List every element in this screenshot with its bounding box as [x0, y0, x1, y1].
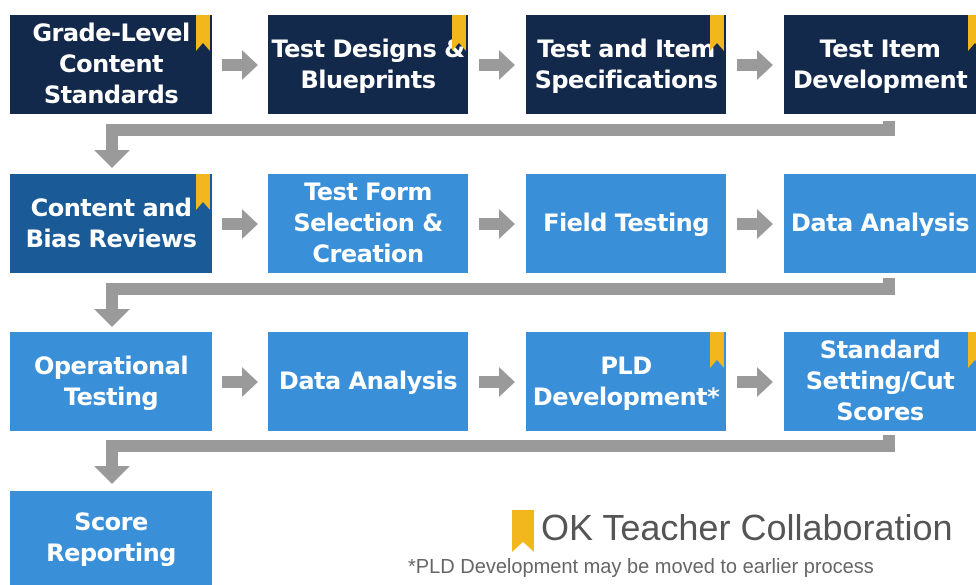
process-step: Grade-Level Content Standards — [10, 15, 212, 114]
arrow-right-icon — [737, 366, 773, 397]
process-step: Operational Testing — [10, 332, 212, 431]
process-step-label: Score Reporting — [46, 508, 176, 567]
bookmark-icon — [710, 15, 724, 51]
process-step-label: Operational Testing — [33, 351, 189, 411]
process-step: Test Form Selection & Creation — [268, 174, 468, 273]
process-step: Data Analysis — [268, 332, 468, 431]
process-step-label: Test Item Development — [792, 34, 968, 94]
legend-bookmark-icon — [512, 510, 534, 552]
process-step: Test Designs & Blueprints — [268, 15, 468, 114]
arrow-right-icon — [479, 208, 515, 239]
bookmark-icon — [196, 174, 210, 210]
process-step-label: Test and Item Specifications — [534, 34, 718, 94]
process-step-label: Grade-Level Content Standards — [32, 19, 190, 109]
bookmark-icon — [710, 332, 724, 368]
process-step-label: Content and Bias Reviews — [25, 193, 197, 253]
arrow-right-icon — [222, 208, 258, 239]
process-step-label: Standard Setting/Cut Scores — [805, 336, 955, 426]
process-step-label: Data Analysis — [790, 209, 970, 237]
arrow-right-icon — [222, 49, 258, 80]
process-step-label: Test Designs & Blueprints — [271, 34, 465, 94]
bookmark-icon — [968, 332, 976, 368]
bookmark-icon — [196, 15, 210, 51]
arrow-right-icon — [222, 366, 258, 397]
process-step: Standard Setting/Cut Scores — [784, 332, 976, 431]
bookmark-icon — [452, 15, 466, 51]
bookmark-icon — [968, 15, 976, 51]
process-step-label: Test Form Selection & Creation — [293, 178, 443, 268]
process-step: Field Testing — [526, 174, 726, 273]
arrow-right-icon — [737, 49, 773, 80]
footnote: *PLD Development may be moved to earlier… — [408, 556, 874, 578]
process-step-label: Data Analysis — [278, 367, 458, 395]
process-step-label: PLD Development* — [532, 351, 720, 411]
process-step: Test and Item Specifications — [526, 15, 726, 114]
process-step: Score Reporting — [10, 491, 212, 585]
process-step: PLD Development* — [526, 332, 726, 431]
legend-label: OK Teacher Collaboration — [541, 507, 953, 548]
process-step-label: Field Testing — [543, 209, 709, 237]
process-step: Test Item Development — [784, 15, 976, 114]
process-step: Content and Bias Reviews — [10, 174, 212, 273]
process-step: Data Analysis — [784, 174, 976, 273]
arrow-right-icon — [737, 208, 773, 239]
arrow-right-icon — [479, 366, 515, 397]
arrow-right-icon — [479, 49, 515, 80]
